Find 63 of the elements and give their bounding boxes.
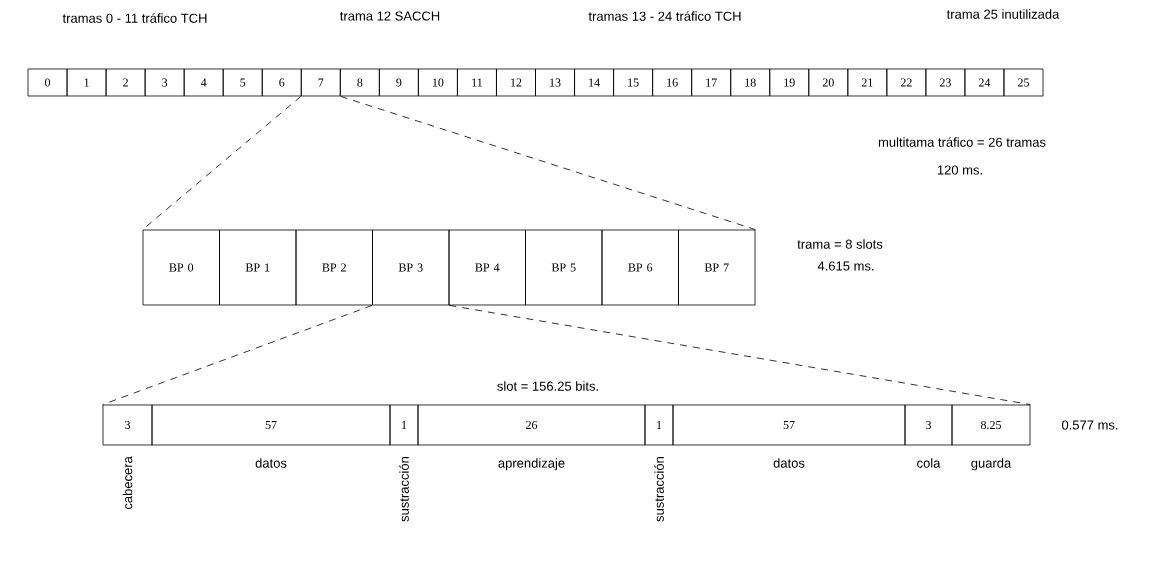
cell-box: 24 [964,68,1005,97]
annotation-text: trama 12 SACCH [340,11,440,21]
cell-box: 25 [1003,68,1044,97]
cell-box: 18 [730,68,771,97]
cell-box: 22 [886,68,927,97]
cell-caption: datos [773,458,805,468]
dashed-zoom-line [449,305,1031,405]
annotation-text: tramas 13 - 24 tráfico TCH [588,11,741,21]
cell-box: 3 [904,404,953,446]
cell-box: 19 [769,68,810,97]
annotation-text: trama = 8 slots [797,239,883,249]
cell-box: BP 2 [295,229,373,306]
cell-box: 0 [27,68,68,97]
cell-box: 57 [672,404,906,446]
cell-box: 2 [105,68,146,97]
annotation-text: 120 ms. [937,165,982,175]
cell-box: BP 4 [448,229,526,306]
cell-caption: aprendizaje [498,458,565,471]
cell-caption: sustracción [654,457,664,522]
cell-box: 26 [417,404,646,446]
cell-caption: cola [917,458,941,468]
cell-box: 3 [144,68,185,97]
cell-box: 13 [535,68,575,97]
dashed-zoom-line [340,96,756,230]
cell-box: 3 [102,404,153,446]
cell-caption: cabecera [122,456,133,510]
cell-box: 10 [418,68,458,97]
cell-box: 16 [652,68,693,97]
cell-box: 11 [457,68,497,97]
cell-box: 1 [389,404,419,446]
cell-caption: datos [255,458,287,468]
cell-box: 14 [574,68,614,97]
cell-box: BP 5 [525,229,603,306]
cell-box: 21 [847,68,888,97]
cell-box: 8.25 [951,404,1031,446]
annotation-text: slot = 156.25 bits. [497,381,598,391]
cell-box: 7 [300,68,341,97]
cell-box: 20 [808,68,849,97]
cell-box: BP 0 [142,229,220,306]
cell-box: 8 [339,68,380,97]
cell-box: BP 6 [601,229,679,306]
annotation-text: 4.615 ms. [817,261,874,271]
annotation-text: multitama tráfico = 26 tramas [878,137,1046,147]
cell-caption: guarda [971,458,1012,471]
cell-box: 9 [378,68,419,97]
cell-box: 1 [66,68,107,97]
cell-box: 23 [925,68,966,97]
dashed-zoom-line [102,305,373,405]
cell-box: BP 1 [219,229,297,306]
cell-box: BP 3 [372,229,450,306]
cell-box: 17 [691,68,732,97]
annotation-text: trama 25 inutilizada [946,9,1060,19]
cell-box: 6 [261,68,302,97]
cell-box: 4 [183,68,224,97]
cell-box: 15 [613,68,654,97]
annotation-text: tramas 0 - 11 tráfico TCH [62,13,207,23]
cell-box: 5 [222,68,263,97]
cell-box: 1 [644,404,674,446]
cell-box: 57 [151,404,391,446]
cell-box: BP 7 [678,229,756,306]
cell-caption: sustracción [399,457,409,522]
cell-box: 12 [496,68,536,97]
annotation-text: 0.577 ms. [1061,420,1118,430]
